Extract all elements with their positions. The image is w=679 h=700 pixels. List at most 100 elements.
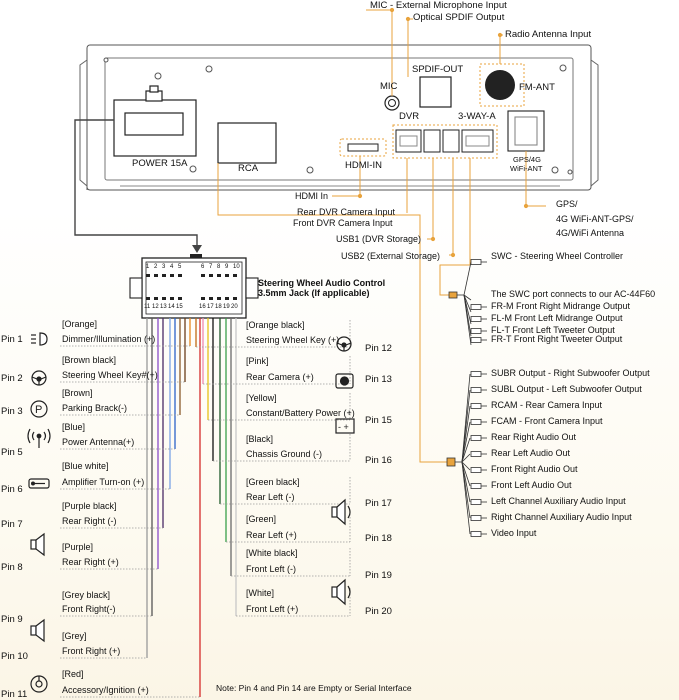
pin-icons: P [27, 332, 355, 693]
connector-plug [470, 387, 482, 393]
pin-function-label: Rear Left (-) [246, 492, 295, 502]
harness-pin-number: 5 [178, 264, 182, 270]
mic-label: MIC [380, 81, 398, 92]
wire-color-label: [White black] [246, 548, 298, 558]
wire-color-label: [Purple] [62, 542, 94, 552]
swc-fanout [448, 261, 472, 346]
connector-plug [470, 483, 482, 489]
speaker-icon [30, 618, 45, 643]
pin-number-label: Pin 18 [365, 533, 392, 544]
harness-pin-number: 18 [215, 304, 222, 310]
spdif-port [419, 76, 452, 108]
antenna-icon [27, 428, 51, 448]
mic-port [384, 95, 400, 111]
gps-callout-line3: 4G/WiFi Antenna [556, 228, 625, 238]
wire-color-label: [Grey] [62, 631, 87, 641]
pin-number-label: Pin 6 [1, 484, 23, 495]
wire-color-label: [Green black] [246, 477, 300, 487]
harness-pin-hole [146, 274, 150, 277]
swc-jack-title: Steering Wheel Audio Control [258, 278, 386, 288]
harness-pin-number: 4 [170, 264, 174, 270]
svg-text:- +: - + [338, 422, 349, 432]
usb1-callout: USB1 (DVR Storage) [336, 234, 422, 244]
wire-color-label: [Red] [62, 669, 84, 679]
pin-function-label: Dimmer/Illumination (+) [62, 334, 156, 344]
pin-function-label: Constant/Battery Power (+) [246, 408, 355, 418]
pin-function-label: Accessory/Ignition (+) [62, 685, 149, 695]
pin-number-label: Pin 10 [1, 651, 28, 662]
pin-function-label: Chassis Ground (-) [246, 449, 323, 459]
pin-number-label: Pin 8 [1, 562, 23, 573]
headlight-icon [31, 332, 48, 346]
pin-number-label: Pin 2 [1, 373, 23, 384]
radio-antenna-callout: Radio Antenna Input [505, 29, 592, 40]
steering-wheel-icon [336, 336, 352, 352]
wire-bundle [146, 318, 237, 697]
harness-pin-number: 19 [223, 304, 230, 310]
wire-color-label: [Green] [246, 514, 277, 524]
swc-group-item: FR-T Front Right Tweeter Output [491, 334, 623, 344]
harness-pin-hole [209, 274, 213, 277]
speaker-icon [30, 532, 45, 557]
harness-pin-hole [178, 274, 182, 277]
connector-plug [470, 419, 482, 425]
harness-pin-number: 6 [201, 264, 205, 270]
connector-plug [470, 328, 482, 334]
gps-label-line1: GPS/4G [513, 155, 541, 164]
swc-jack-subtitle: 3.5mm Jack (If applicable) [258, 288, 370, 298]
harness-pin-hole [201, 274, 205, 277]
pin-note: Note: Pin 4 and Pin 14 are Empty or Seri… [216, 683, 412, 693]
connector-plug [470, 435, 482, 441]
connector-plug [470, 259, 482, 265]
wire-color-label: [Orange] [62, 319, 98, 329]
pin-function-label: Steering Wheel Key (+) [246, 335, 340, 345]
connector-plug [470, 304, 482, 310]
pin-number-label: Pin 16 [365, 455, 392, 466]
ignition-icon [30, 675, 48, 693]
pin-function-label: Rear Right (-) [62, 516, 117, 526]
swc-group-item: The SWC port connects to our AC-44F60 [491, 289, 656, 299]
harness-pin-number: 9 [225, 264, 229, 270]
wire-color-label: [White] [246, 588, 275, 598]
swc-group-item: SWC - Steering Wheel Controller [491, 251, 624, 261]
harness-pin-number: 11 [144, 304, 151, 310]
pin-number-label: Pin 7 [1, 519, 23, 530]
harness-pin-hole [225, 297, 229, 300]
gps-callout-line1: GPS/ [556, 199, 578, 209]
connector-plugs [470, 259, 487, 537]
harness-pin-hole [146, 297, 150, 300]
pin-function-label: Front Right (+) [62, 646, 121, 656]
harness-pin-hole [217, 274, 221, 277]
harness-pin-hole [170, 297, 174, 300]
pin-number-label: Pin 3 [1, 406, 23, 417]
connector-plug [470, 515, 482, 521]
pin-number-label: Pin 13 [365, 374, 392, 385]
harness-pin-number: 13 [160, 304, 167, 310]
rca-group-item: RCAM - Rear Camera Input [491, 400, 603, 410]
spdif-callout: Optical SPDIF Output [413, 12, 505, 23]
pin-number-label: Pin 9 [1, 614, 23, 625]
rear-dvr-callout: Rear DVR Camera Input [297, 207, 396, 217]
harness-pin-hole [162, 274, 166, 277]
rca-group-item: Right Channel Auxiliary Audio Input [491, 512, 632, 522]
wire-color-label: [Yellow] [246, 393, 277, 403]
wire-color-label: [Purple black] [62, 501, 117, 511]
pin-function-label: Front Right(-) [62, 604, 116, 614]
harness-pin-hole [233, 274, 237, 277]
rca-group-item: Front Left Audio Out [491, 480, 572, 490]
pin-number-label: Pin 15 [365, 415, 392, 426]
harness-pin-hole [170, 274, 174, 277]
front-dvr-callout: Front DVR Camera Input [293, 218, 393, 228]
harness-pin-hole [201, 297, 205, 300]
rca-group-item: Rear Left Audio Out [491, 448, 571, 458]
hdmi-in-label: HDMI-IN [345, 160, 382, 171]
harness-pin-number: 2 [154, 264, 158, 270]
parking-brake-icon: P [30, 400, 48, 418]
connector-plug [470, 531, 482, 537]
harness-pin-hole [217, 297, 221, 300]
rca-fanout [446, 373, 471, 535]
pin-number-label: Pin 5 [1, 447, 23, 458]
speaker-icon [331, 498, 351, 526]
hdmi-callout: HDMI In [295, 191, 329, 201]
wire-color-label: [Black] [246, 434, 274, 444]
